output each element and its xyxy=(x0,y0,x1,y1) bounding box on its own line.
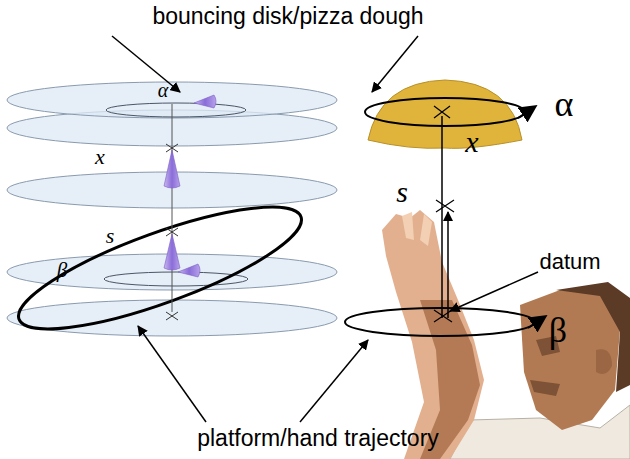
callout-label: datum xyxy=(539,251,600,273)
height-symbol: s xyxy=(106,225,115,247)
cone-glyph xyxy=(194,95,216,108)
leader-arrow xyxy=(372,36,418,92)
pizza-dough xyxy=(368,80,522,148)
cross-marker xyxy=(166,312,178,320)
leader-arrow xyxy=(300,340,368,422)
cross-marker xyxy=(434,106,450,118)
alpha-orbit xyxy=(106,103,246,117)
callout-label: platform/hand trajectory xyxy=(197,427,439,450)
angle-symbol: α xyxy=(158,80,169,100)
cone-glyph xyxy=(164,150,180,188)
pizza-man xyxy=(382,210,630,459)
trajectory-loop xyxy=(7,184,313,352)
leader-arrow xyxy=(112,36,180,92)
height-symbol: x xyxy=(95,146,105,168)
face xyxy=(520,290,620,430)
beta-spin xyxy=(345,308,535,336)
angle-symbol: β xyxy=(57,260,67,281)
height-symbol: x xyxy=(465,127,478,157)
axis-line xyxy=(172,104,173,312)
spin-arrow xyxy=(518,110,530,118)
cone-glyph xyxy=(178,264,200,277)
axis-line xyxy=(447,212,449,318)
leader-arrow xyxy=(450,272,538,311)
alpha-spin xyxy=(365,98,525,126)
ear xyxy=(596,349,612,374)
height-symbol: s xyxy=(396,177,408,207)
cone-glyph xyxy=(164,234,180,270)
shirt xyxy=(450,405,630,459)
fingers xyxy=(402,212,432,246)
angle-symbol: α xyxy=(555,86,574,122)
angle-symbol: β xyxy=(549,312,567,348)
cross-marker xyxy=(434,310,452,322)
spin-arrow xyxy=(528,320,540,328)
axis-line xyxy=(441,116,443,318)
callout-label: bouncing disk/pizza dough xyxy=(152,5,423,28)
cross-marker xyxy=(436,200,454,212)
leader-arrow xyxy=(138,326,206,422)
